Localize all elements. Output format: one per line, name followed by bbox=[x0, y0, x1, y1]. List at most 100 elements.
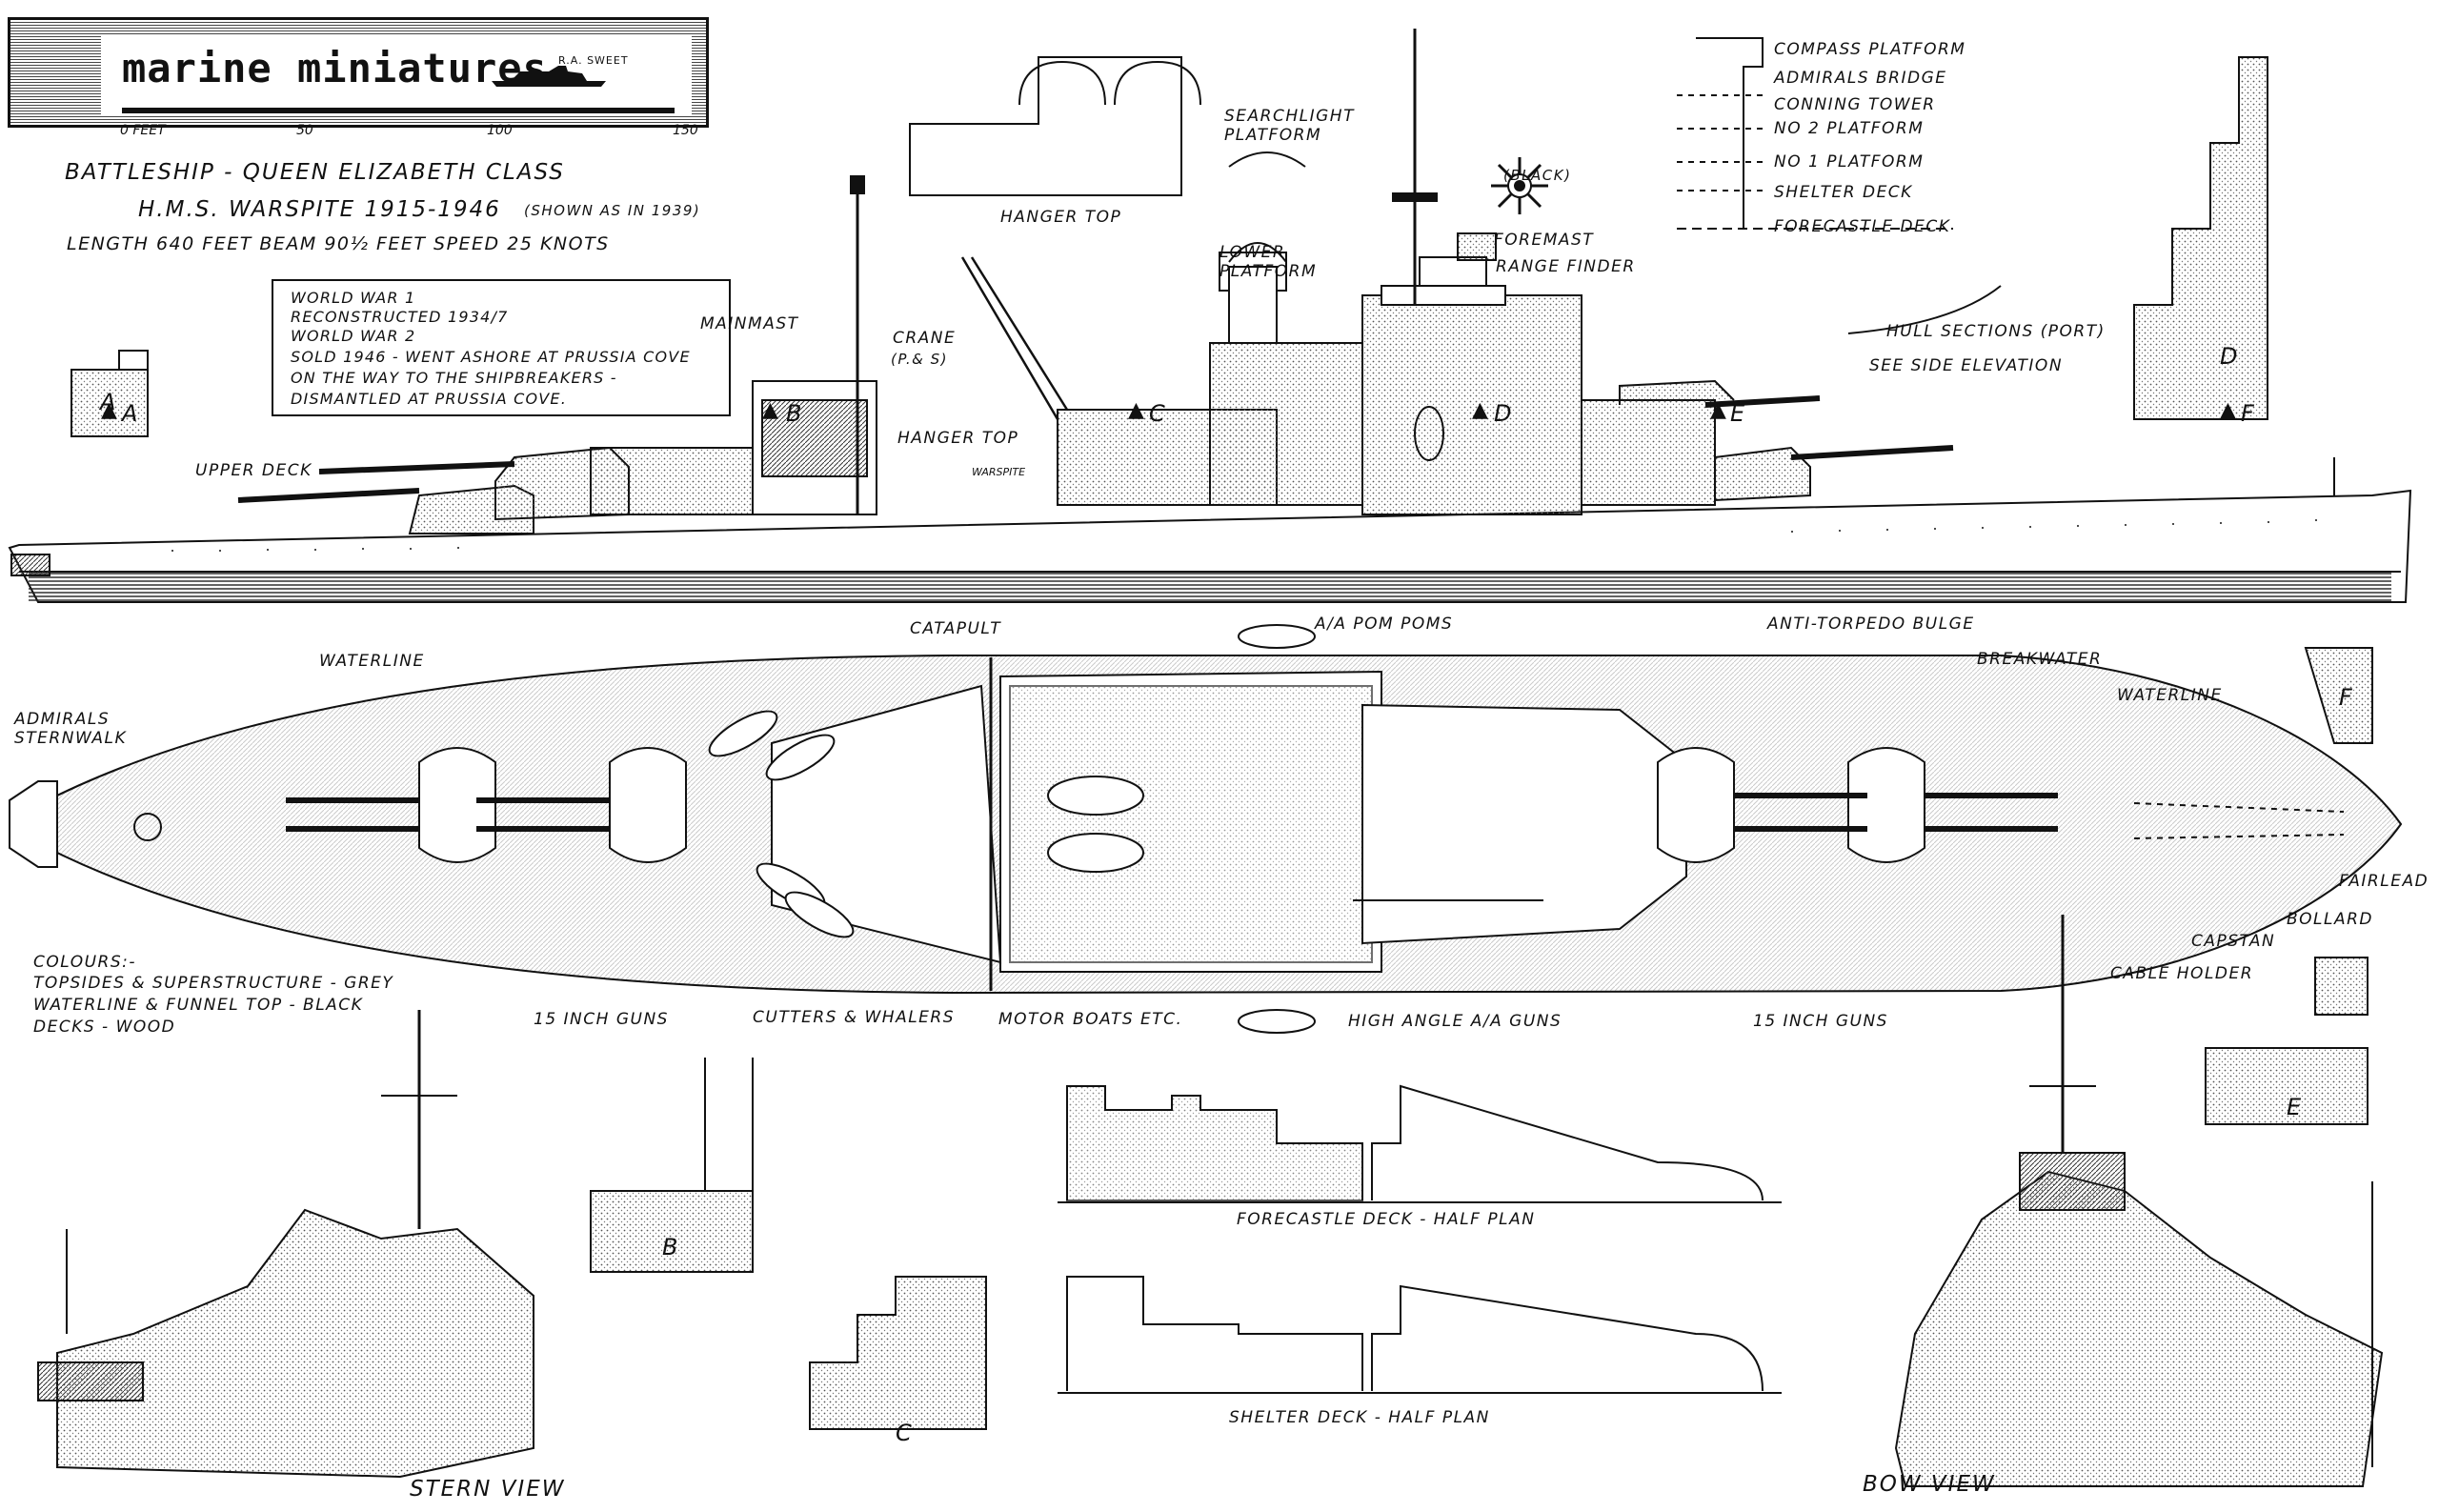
section-arrow-a: ▲ bbox=[101, 398, 117, 422]
section-marker-d: D bbox=[1494, 400, 1512, 427]
label-hull-sections: HULL SECTIONS (PORT) bbox=[1886, 322, 2106, 341]
colours-line: TOPSIDES & SUPERSTRUCTURE - GREY bbox=[33, 974, 394, 993]
heading-ship: H.M.S. WARSPITE 1915-1946 bbox=[138, 197, 501, 222]
section-b bbox=[590, 1058, 754, 1273]
label-foremast: FOREMAST bbox=[1494, 231, 1595, 250]
bridge-level-label: CONNING TOWER bbox=[1774, 95, 1936, 114]
scale-tick-50: 50 bbox=[296, 123, 313, 138]
half-plans bbox=[1058, 1084, 1782, 1394]
bridge-level-label: FORECASTLE DECK bbox=[1774, 217, 1951, 236]
scale-tick-150: 150 bbox=[673, 123, 698, 138]
ship-silhouette-icon bbox=[492, 66, 606, 87]
brand-title: marine miniatures bbox=[122, 45, 548, 91]
label-mainmast: MAINMAST bbox=[700, 314, 799, 333]
bow-view-sketch bbox=[1894, 915, 2384, 1487]
hangar-top-sketch bbox=[909, 56, 2002, 334]
section-label-e: E bbox=[2287, 1094, 2302, 1120]
label-searchlight: SEARCHLIGHT PLATFORM bbox=[1224, 107, 1355, 145]
hull-name-mark: WARSPITE bbox=[972, 466, 1025, 478]
bridge-level-label: No 2 PLATFORM bbox=[1774, 119, 1925, 138]
colours-heading: COLOURS:- bbox=[33, 953, 136, 972]
section-marker-f: F bbox=[2241, 400, 2254, 427]
scale-tick-100: 100 bbox=[487, 123, 513, 138]
title-panel: marine miniatures R.A. SWEET bbox=[101, 35, 692, 115]
label-waterline: WATERLINE bbox=[319, 652, 425, 671]
scale-tick-0: 0 FEET bbox=[120, 123, 166, 138]
section-arrow-c: ▲ bbox=[1128, 398, 1144, 422]
history-note: WORLD WAR 1 RECONSTRUCTED 1934/7 WORLD W… bbox=[272, 279, 731, 416]
label-motor-boats: MOTOR BOATS ETC. bbox=[998, 1010, 1183, 1029]
section-label-d: D bbox=[2220, 343, 2238, 370]
bridge-level-label: No 1 PLATFORM bbox=[1774, 152, 1925, 171]
section-marker-a: A bbox=[122, 400, 138, 427]
label-admirals-sternwalk: ADMIRALS STERNWALK bbox=[14, 710, 128, 748]
section-label-f: F bbox=[2339, 684, 2352, 711]
label-crane: CRANE bbox=[893, 329, 957, 348]
section-label-b: B bbox=[662, 1234, 678, 1260]
heading-shown-as: (SHOWN AS IN 1939) bbox=[524, 202, 701, 219]
label-anti-torpedo: ANTI-TORPEDO BULGE bbox=[1767, 615, 1975, 634]
section-e bbox=[2205, 957, 2368, 1125]
bridge-level-label: COMPASS PLATFORM bbox=[1774, 40, 1966, 59]
label-see-side: SEE SIDE ELEVATION bbox=[1869, 356, 2064, 375]
history-line: WORLD WAR 2 bbox=[291, 327, 416, 345]
history-line: ON THE WAY TO THE SHIPBREAKERS - bbox=[291, 369, 617, 387]
label-black: (BLACK) bbox=[1503, 167, 1572, 184]
label-stern-view: STERN VIEW bbox=[410, 1477, 566, 1502]
label-fairlead: FAIRLEAD bbox=[2339, 872, 2429, 891]
section-marker-c: C bbox=[1149, 400, 1165, 427]
section-arrow-b: ▲ bbox=[762, 398, 778, 422]
history-line: SOLD 1946 - WENT ASHORE AT PRUSSIA COVE bbox=[291, 348, 691, 366]
label-guns-aft: 15 INCH GUNS bbox=[534, 1010, 669, 1029]
section-c bbox=[809, 1276, 987, 1430]
label-catapult: CATAPULT bbox=[910, 619, 1002, 638]
stern-view-sketch bbox=[37, 1010, 534, 1479]
bridge-level-label: SHELTER DECK bbox=[1774, 183, 1913, 202]
section-d bbox=[2133, 56, 2268, 420]
plan-view bbox=[9, 624, 2403, 1034]
label-crane-note: (P.& S) bbox=[891, 351, 948, 368]
heading-specs: LENGTH 640 FEET BEAM 90½ FEET SPEED 25 K… bbox=[67, 233, 610, 254]
section-f bbox=[2304, 647, 2373, 744]
colours-line: DECKS - WOOD bbox=[33, 1018, 176, 1037]
history-line: WORLD WAR 1 bbox=[291, 289, 416, 307]
section-a bbox=[71, 350, 149, 437]
section-label-a: A bbox=[100, 389, 116, 415]
scale-bar bbox=[122, 108, 675, 113]
label-waterline-2: WATERLINE bbox=[2117, 686, 2223, 705]
label-cable-holder: CABLE HOLDER bbox=[2110, 964, 2254, 983]
label-lower-platform: LOWER PLATFORM bbox=[1220, 243, 1318, 281]
label-hanger-top-2: HANGER TOP bbox=[897, 429, 1019, 448]
history-line: DISMANTLED AT PRUSSIA COVE. bbox=[291, 390, 568, 408]
label-aa-pom-poms: A/A POM POMS bbox=[1315, 615, 1454, 634]
label-capstan: CAPSTAN bbox=[2191, 932, 2276, 951]
aa-star bbox=[1491, 157, 1548, 214]
label-forecastle-half-plan: FORECASTLE DECK - HALF PLAN bbox=[1237, 1210, 1536, 1229]
label-guns-fwd: 15 INCH GUNS bbox=[1753, 1012, 1888, 1031]
section-label-c: C bbox=[896, 1420, 912, 1446]
label-range-finder: RANGE FINDER bbox=[1496, 257, 1636, 276]
label-bollard: BOLLARD bbox=[2287, 910, 2374, 929]
bridge-detail bbox=[1677, 37, 1953, 230]
section-arrow-e: ▲ bbox=[1710, 398, 1726, 422]
side-elevation: WARSPITE bbox=[8, 29, 2412, 603]
label-bow-view: BOW VIEW bbox=[1863, 1472, 1996, 1497]
history-line: RECONSTRUCTED 1934/7 bbox=[291, 308, 509, 326]
bridge-level-label: ADMIRALS BRIDGE bbox=[1774, 69, 1947, 88]
label-high-angle: HIGH ANGLE A/A GUNS bbox=[1348, 1012, 1562, 1031]
section-arrow-f: ▲ bbox=[2220, 398, 2236, 422]
label-breakwater: BREAKWATER bbox=[1977, 650, 2103, 669]
label-hanger-top: HANGER TOP bbox=[1000, 208, 1122, 227]
section-arrow-d: ▲ bbox=[1472, 398, 1488, 422]
label-upper-deck: UPPER DECK bbox=[195, 461, 312, 480]
artist-signature: R.A. SWEET bbox=[558, 54, 629, 67]
hull-sections bbox=[71, 56, 2373, 1430]
colours-line: WATERLINE & FUNNEL TOP - BLACK bbox=[33, 996, 364, 1015]
section-marker-e: E bbox=[1730, 400, 1745, 427]
label-cutters: CUTTERS & WHALERS bbox=[753, 1008, 956, 1027]
title-block: marine miniatures R.A. SWEET 0 FEET 50 1… bbox=[8, 17, 709, 138]
section-marker-b: B bbox=[786, 400, 802, 427]
heading-class: BATTLESHIP - QUEEN ELIZABETH CLASS bbox=[65, 160, 565, 185]
label-shelter-half-plan: SHELTER DECK - HALF PLAN bbox=[1229, 1408, 1490, 1427]
